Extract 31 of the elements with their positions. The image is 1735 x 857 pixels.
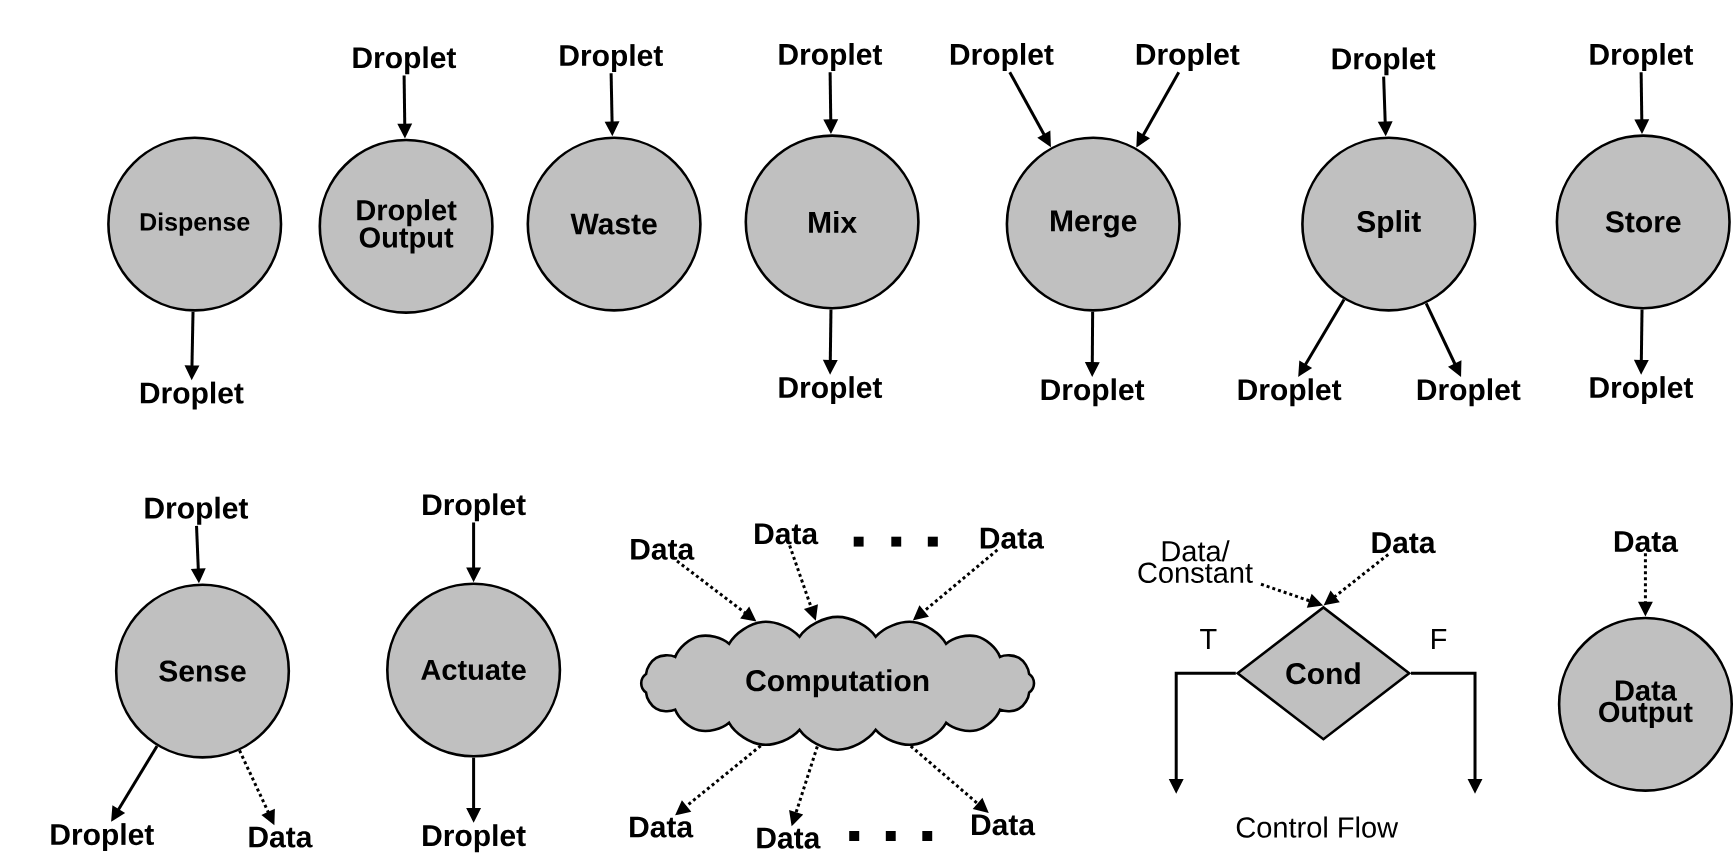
text-label: Data xyxy=(972,814,1036,836)
text-label: Droplet xyxy=(423,824,526,853)
text-label: Data xyxy=(757,827,821,849)
text-label: Droplet xyxy=(140,381,244,410)
text-label: Data xyxy=(980,527,1044,549)
text-label: Data xyxy=(1372,532,1436,554)
text-label: Data xyxy=(249,826,313,848)
text-label: Droplet xyxy=(145,496,249,525)
text-label: Droplet xyxy=(423,493,526,522)
text-label: Droplet xyxy=(1238,378,1342,407)
text-label: Droplet xyxy=(1041,378,1145,407)
text-label: Droplet xyxy=(779,376,883,405)
edge-label: T xyxy=(1198,628,1219,650)
text-label: Droplet xyxy=(1590,376,1694,405)
caption-label: Control Flow xyxy=(1236,816,1399,838)
edge-label: F xyxy=(1428,628,1449,650)
text-label: Data xyxy=(1614,531,1679,553)
text-label: Droplet xyxy=(1417,378,1521,407)
text-label: Data xyxy=(631,538,695,560)
text-label: Data xyxy=(755,523,819,545)
text-label: Droplet xyxy=(1332,47,1436,76)
text-label: Droplet xyxy=(779,43,883,71)
text-label: Droplet xyxy=(353,46,457,75)
text-label: Droplet xyxy=(1136,43,1240,71)
text-label: Droplet xyxy=(950,43,1054,71)
text-label: Data xyxy=(630,816,694,838)
text-label: Data/ Constant xyxy=(1138,540,1253,583)
text-label: Droplet xyxy=(1590,43,1694,71)
text-label: Droplet xyxy=(51,823,154,852)
computation-cloud: Computation xyxy=(639,615,1036,751)
text-label: Droplet xyxy=(560,44,663,73)
